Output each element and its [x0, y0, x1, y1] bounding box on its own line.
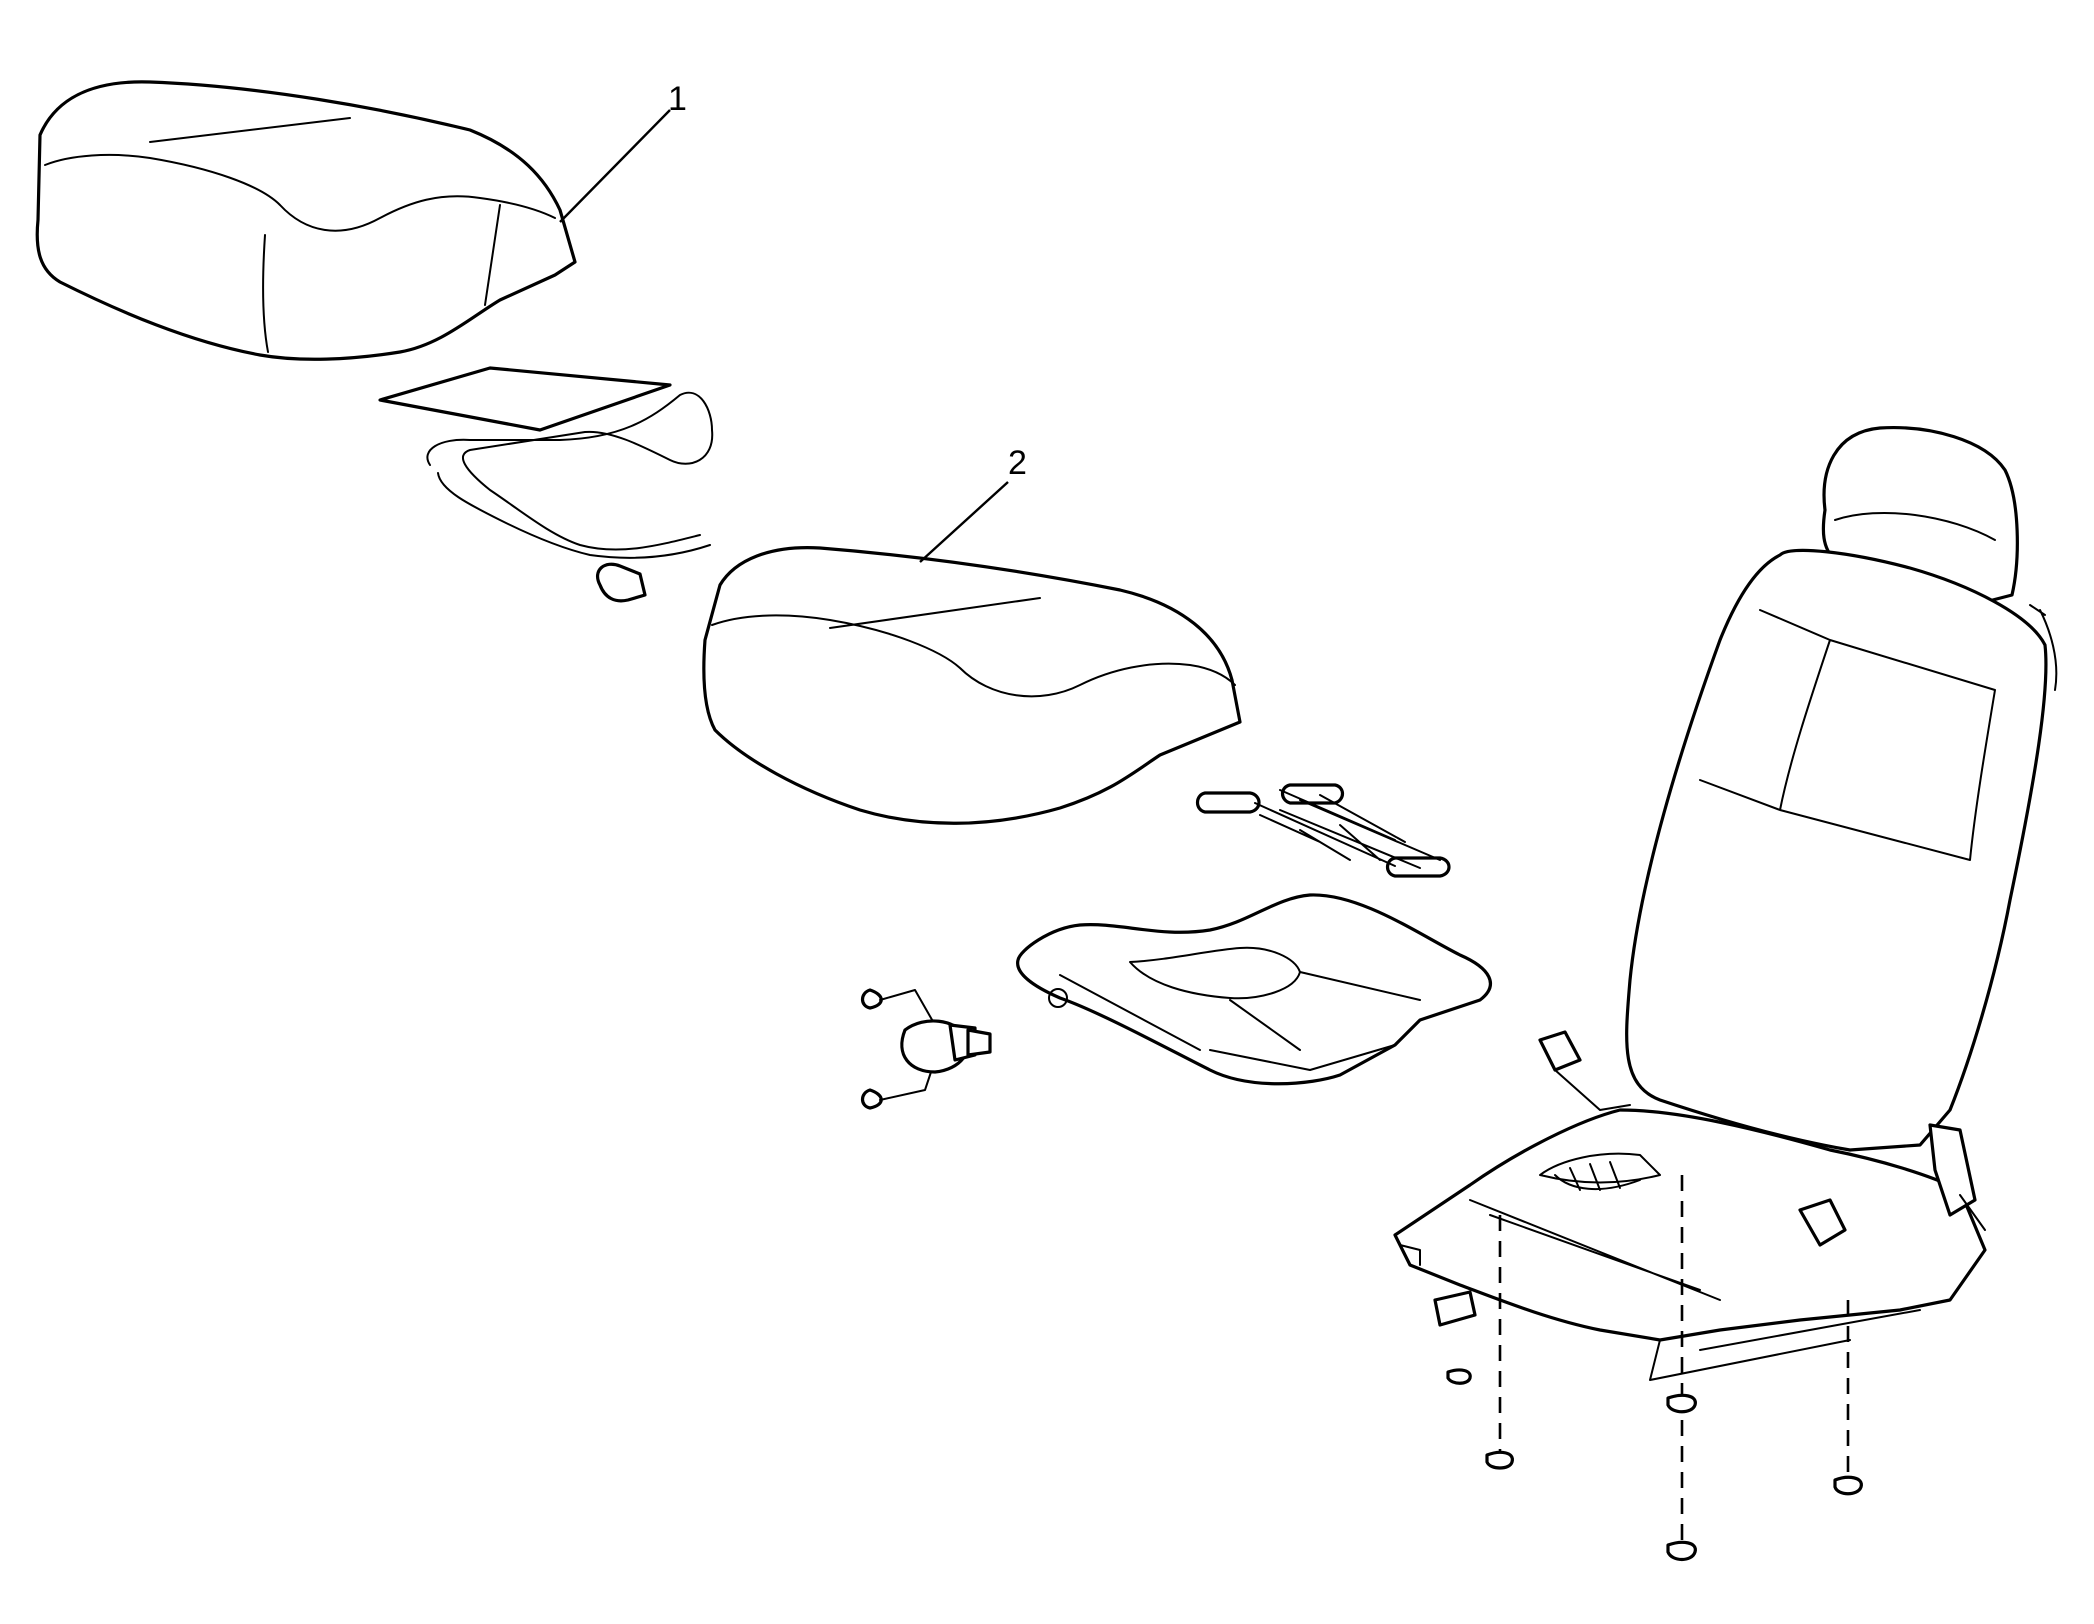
callout-label-1: 1: [668, 80, 687, 118]
seat-wiring-harness: [426, 391, 714, 603]
seat-adjuster-track-frame: [1393, 1030, 1987, 1381]
seat-suspension-spring-mat: [1195, 783, 1451, 878]
callout-label-2: 2: [1008, 444, 1027, 482]
seat-back-assembly: [1625, 426, 2058, 1152]
seat-heater-mat: [378, 366, 672, 432]
seat-side-clip: [1433, 1290, 1477, 1327]
seat-adjuster-knob-assembly: [860, 988, 992, 1110]
seat-mounting-bolts: [1446, 1175, 1863, 1562]
seat-cushion-cover-part-1: [35, 80, 577, 361]
seat-cushion-pad-part-2: [702, 546, 1242, 825]
seat-pan-frame: [1016, 893, 1492, 1086]
callout-leaders: [559, 109, 1009, 563]
